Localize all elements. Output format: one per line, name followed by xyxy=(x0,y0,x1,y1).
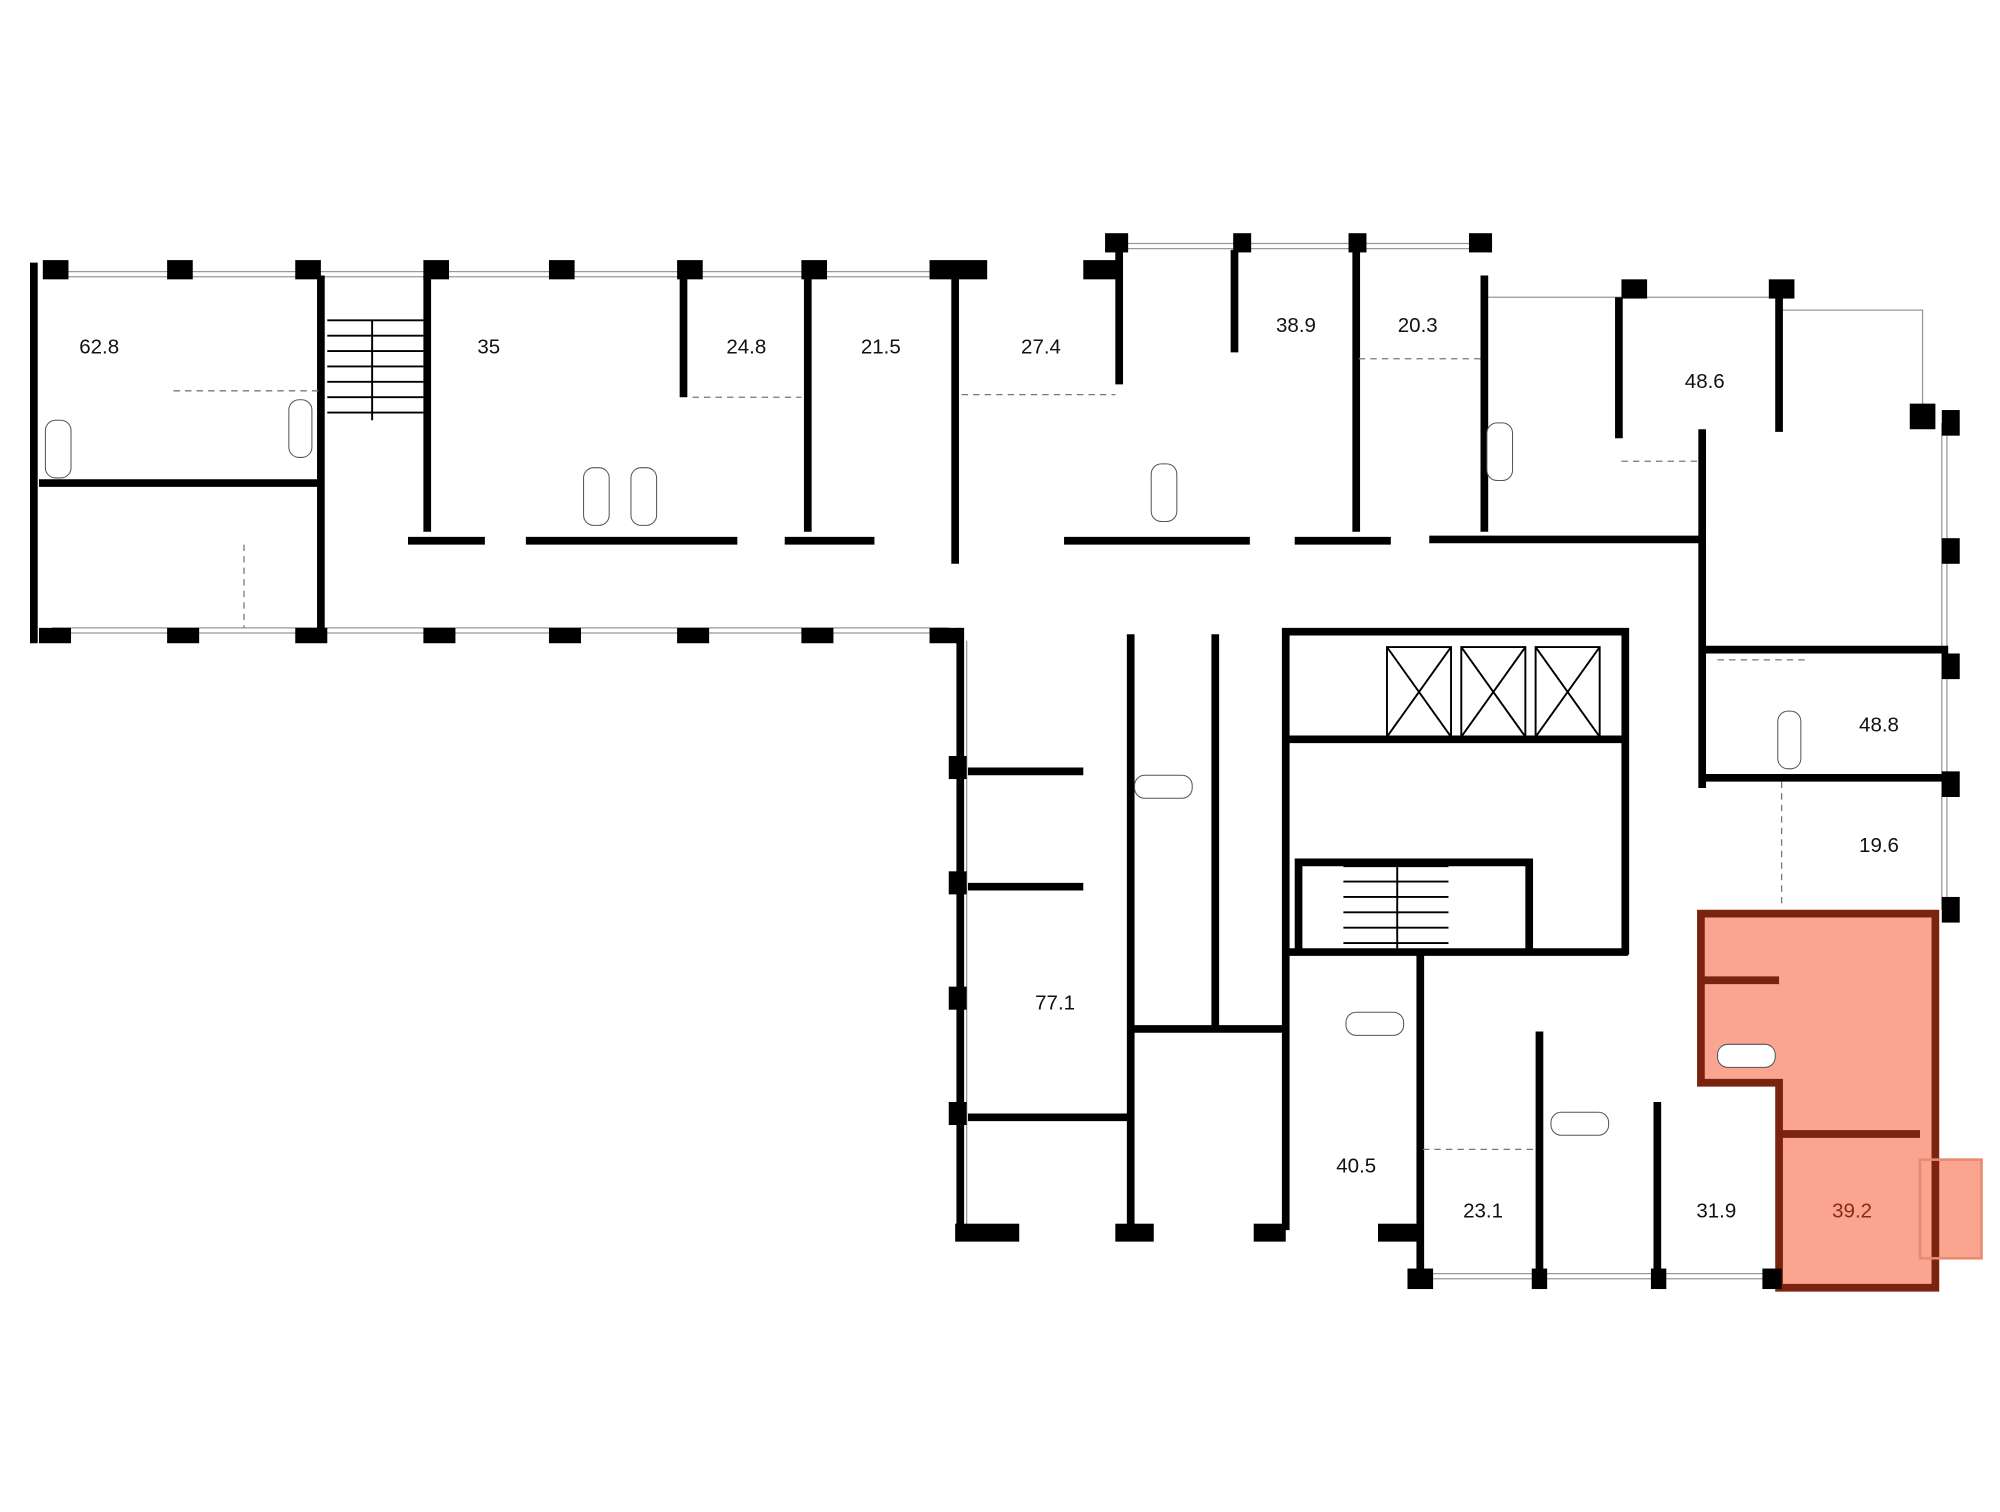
apartment-40-5[interactable]: 40.5 xyxy=(1336,1154,1376,1177)
walls xyxy=(30,249,1949,1288)
column xyxy=(1105,233,1129,253)
column xyxy=(423,627,456,644)
column xyxy=(38,627,72,644)
apartment-27-4[interactable]: 27.4 xyxy=(1021,336,1061,359)
bathtub xyxy=(1345,1011,1405,1036)
column xyxy=(1407,1268,1434,1290)
bathtub xyxy=(1486,422,1514,482)
zone-lines xyxy=(173,358,1808,1151)
column xyxy=(1762,1268,1782,1290)
apartment-35[interactable]: 35 xyxy=(477,336,500,359)
fixtures xyxy=(44,399,1802,1136)
apartment-20-3[interactable]: 20.3 xyxy=(1398,314,1438,337)
column xyxy=(801,627,834,644)
bathtub xyxy=(44,419,72,479)
column xyxy=(1378,1223,1423,1242)
apartment-labels: 62.8 35 24.8 21.5 27.4 38.9 20.3 48.6 48.8 19.6 77… xyxy=(79,314,1899,1222)
apartment-62-8[interactable]: 62.8 xyxy=(79,336,119,359)
stairwell-north xyxy=(327,319,424,421)
column xyxy=(295,627,328,644)
column xyxy=(1941,538,1960,564)
column xyxy=(1348,233,1367,253)
column xyxy=(948,756,967,780)
bathtub xyxy=(1777,710,1802,770)
apartment-39-2-highlight[interactable] xyxy=(1697,909,1983,1292)
column xyxy=(1083,260,1122,280)
column xyxy=(1233,233,1252,253)
bathtub xyxy=(1134,774,1193,799)
apartment-31-9[interactable]: 31.9 xyxy=(1696,1199,1736,1222)
elevators xyxy=(1386,646,1601,738)
bathtub xyxy=(1717,1043,1776,1068)
column xyxy=(948,871,967,895)
apartment-24-8[interactable]: 24.8 xyxy=(726,336,766,359)
apartment-48-6[interactable]: 48.6 xyxy=(1685,370,1725,393)
column xyxy=(1621,279,1648,299)
apartment-48-8[interactable]: 48.8 xyxy=(1859,714,1899,737)
column xyxy=(548,260,575,280)
stairwell-central xyxy=(1343,865,1449,949)
windows xyxy=(51,242,1948,1280)
column xyxy=(548,627,581,644)
column xyxy=(948,986,967,1010)
apartment-77-1[interactable]: 77.1 xyxy=(1035,992,1075,1015)
column xyxy=(1768,279,1795,299)
column xyxy=(1941,653,1960,680)
apartment-19-6[interactable]: 19.6 xyxy=(1859,834,1899,857)
apartment-39-2-selected[interactable]: 39.2 xyxy=(1832,1199,1872,1222)
column xyxy=(1253,1223,1286,1242)
column xyxy=(1909,403,1936,430)
column xyxy=(42,260,69,280)
balcony xyxy=(1918,1158,1983,1260)
bathtub xyxy=(1150,463,1178,523)
column xyxy=(295,260,321,280)
column xyxy=(167,260,193,280)
column xyxy=(948,1101,967,1126)
column xyxy=(423,260,450,280)
column xyxy=(1941,410,1960,436)
column xyxy=(929,627,962,644)
apartment-23-1[interactable]: 23.1 xyxy=(1463,1199,1503,1222)
bathtub xyxy=(583,467,610,526)
column xyxy=(1468,233,1493,253)
column xyxy=(929,260,988,280)
bathtub xyxy=(630,467,658,526)
column xyxy=(1115,1223,1154,1242)
column xyxy=(1941,896,1960,923)
column xyxy=(955,1223,1020,1242)
columns xyxy=(38,233,1960,1290)
bathtub xyxy=(288,399,313,458)
column xyxy=(1531,1268,1548,1290)
column xyxy=(1941,771,1960,798)
column xyxy=(677,627,710,644)
column xyxy=(167,627,200,644)
column xyxy=(801,260,828,280)
apartment-38-9[interactable]: 38.9 xyxy=(1276,314,1316,337)
apartment-21-5[interactable]: 21.5 xyxy=(861,336,901,359)
column xyxy=(677,260,703,280)
bathtub xyxy=(1550,1111,1610,1136)
column xyxy=(1650,1268,1667,1290)
